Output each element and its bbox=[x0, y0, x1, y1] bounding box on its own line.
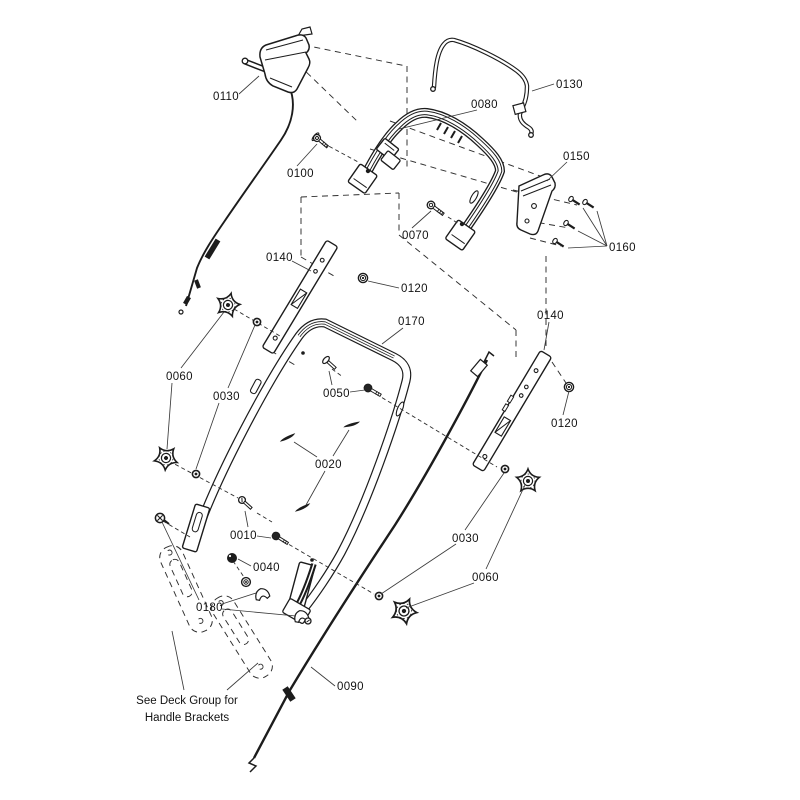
lower-handle bbox=[181, 318, 412, 624]
screw-0180 bbox=[304, 617, 312, 625]
handle-bracket-plate-right bbox=[472, 350, 552, 472]
mount-bracket-0150 bbox=[516, 173, 556, 236]
callout-0110: 0110 bbox=[213, 91, 239, 103]
callout-0080: 0080 bbox=[471, 99, 498, 111]
callout-0150: 0150 bbox=[563, 151, 590, 163]
callout-0060-left: 0060 bbox=[166, 371, 193, 383]
bolt-0010-a bbox=[237, 495, 253, 510]
callout-0100: 0100 bbox=[287, 168, 314, 180]
callout-0140-left: 0140 bbox=[266, 252, 293, 264]
nut-0120-right bbox=[563, 381, 575, 393]
callout-0170: 0170 bbox=[398, 316, 425, 328]
callout-0130: 0130 bbox=[556, 79, 583, 91]
callout-0010: 0010 bbox=[230, 530, 257, 542]
deck-note-line2: Handle Brackets bbox=[145, 712, 230, 724]
washer-0030-left-upper bbox=[252, 317, 262, 327]
washer-0030-right-upper bbox=[500, 464, 510, 474]
bolt-0070 bbox=[426, 200, 445, 217]
fasteners bbox=[150, 132, 595, 627]
callout-0090: 0090 bbox=[337, 681, 364, 693]
callout-0030-right: 0030 bbox=[452, 533, 479, 545]
flange-nut-0040 bbox=[240, 576, 252, 588]
knob-0060-right-upper bbox=[515, 468, 541, 492]
bolt-0010-b bbox=[271, 531, 290, 546]
callout-0160: 0160 bbox=[609, 242, 636, 254]
control-cable-upper bbox=[178, 85, 294, 315]
handle-bracket-plate-left bbox=[262, 240, 338, 354]
upper-handle bbox=[347, 107, 506, 251]
bail-wire bbox=[430, 37, 534, 138]
knob-0060-right-lower bbox=[387, 593, 422, 627]
bolt-0100 bbox=[311, 132, 330, 149]
bolt-0050-a bbox=[322, 355, 337, 371]
brake-lever bbox=[241, 26, 313, 94]
washer-0030-right-lower bbox=[374, 591, 384, 601]
callout-0120-left: 0120 bbox=[401, 283, 428, 295]
knob-0060-left-upper bbox=[213, 289, 243, 319]
callout-0040: 0040 bbox=[253, 562, 280, 574]
cable-clamp-0180-a bbox=[255, 588, 271, 602]
deck-note-line1: See Deck Group for bbox=[136, 695, 238, 707]
leader-lines bbox=[161, 75, 608, 691]
projection-lines bbox=[270, 44, 578, 384]
drive-cable-0090 bbox=[247, 350, 495, 773]
callout-0050: 0050 bbox=[323, 388, 350, 400]
cable-clamp-0180-b bbox=[294, 610, 310, 624]
bolt-0050-b bbox=[363, 383, 382, 398]
screw-0160-4 bbox=[552, 237, 565, 248]
callout-labels: 0110 0130 0080 0100 0150 0070 0160 0140 … bbox=[166, 79, 636, 693]
callout-0020: 0020 bbox=[315, 459, 342, 471]
deck-handle-bracket-left bbox=[159, 545, 213, 633]
fastener-axes bbox=[162, 142, 498, 595]
screw-0160-2 bbox=[582, 198, 595, 209]
dome-washer-0040 bbox=[227, 553, 237, 563]
callout-0180: 0180 bbox=[196, 602, 223, 614]
callout-0030-left: 0030 bbox=[213, 391, 240, 403]
deck-note: See Deck Group for Handle Brackets bbox=[136, 695, 238, 724]
callout-0070: 0070 bbox=[402, 230, 429, 242]
callout-0140-right: 0140 bbox=[537, 310, 564, 322]
callout-0120-right: 0120 bbox=[551, 418, 578, 430]
knob-0060-left-lower bbox=[150, 440, 184, 474]
screw-0160-1 bbox=[568, 195, 581, 206]
nut-0120-left bbox=[357, 272, 369, 284]
washer-0030-left-lower bbox=[191, 469, 201, 479]
bolt-0180 bbox=[154, 512, 170, 525]
screw-0160-3 bbox=[563, 219, 576, 230]
callout-0060-right: 0060 bbox=[472, 572, 499, 584]
